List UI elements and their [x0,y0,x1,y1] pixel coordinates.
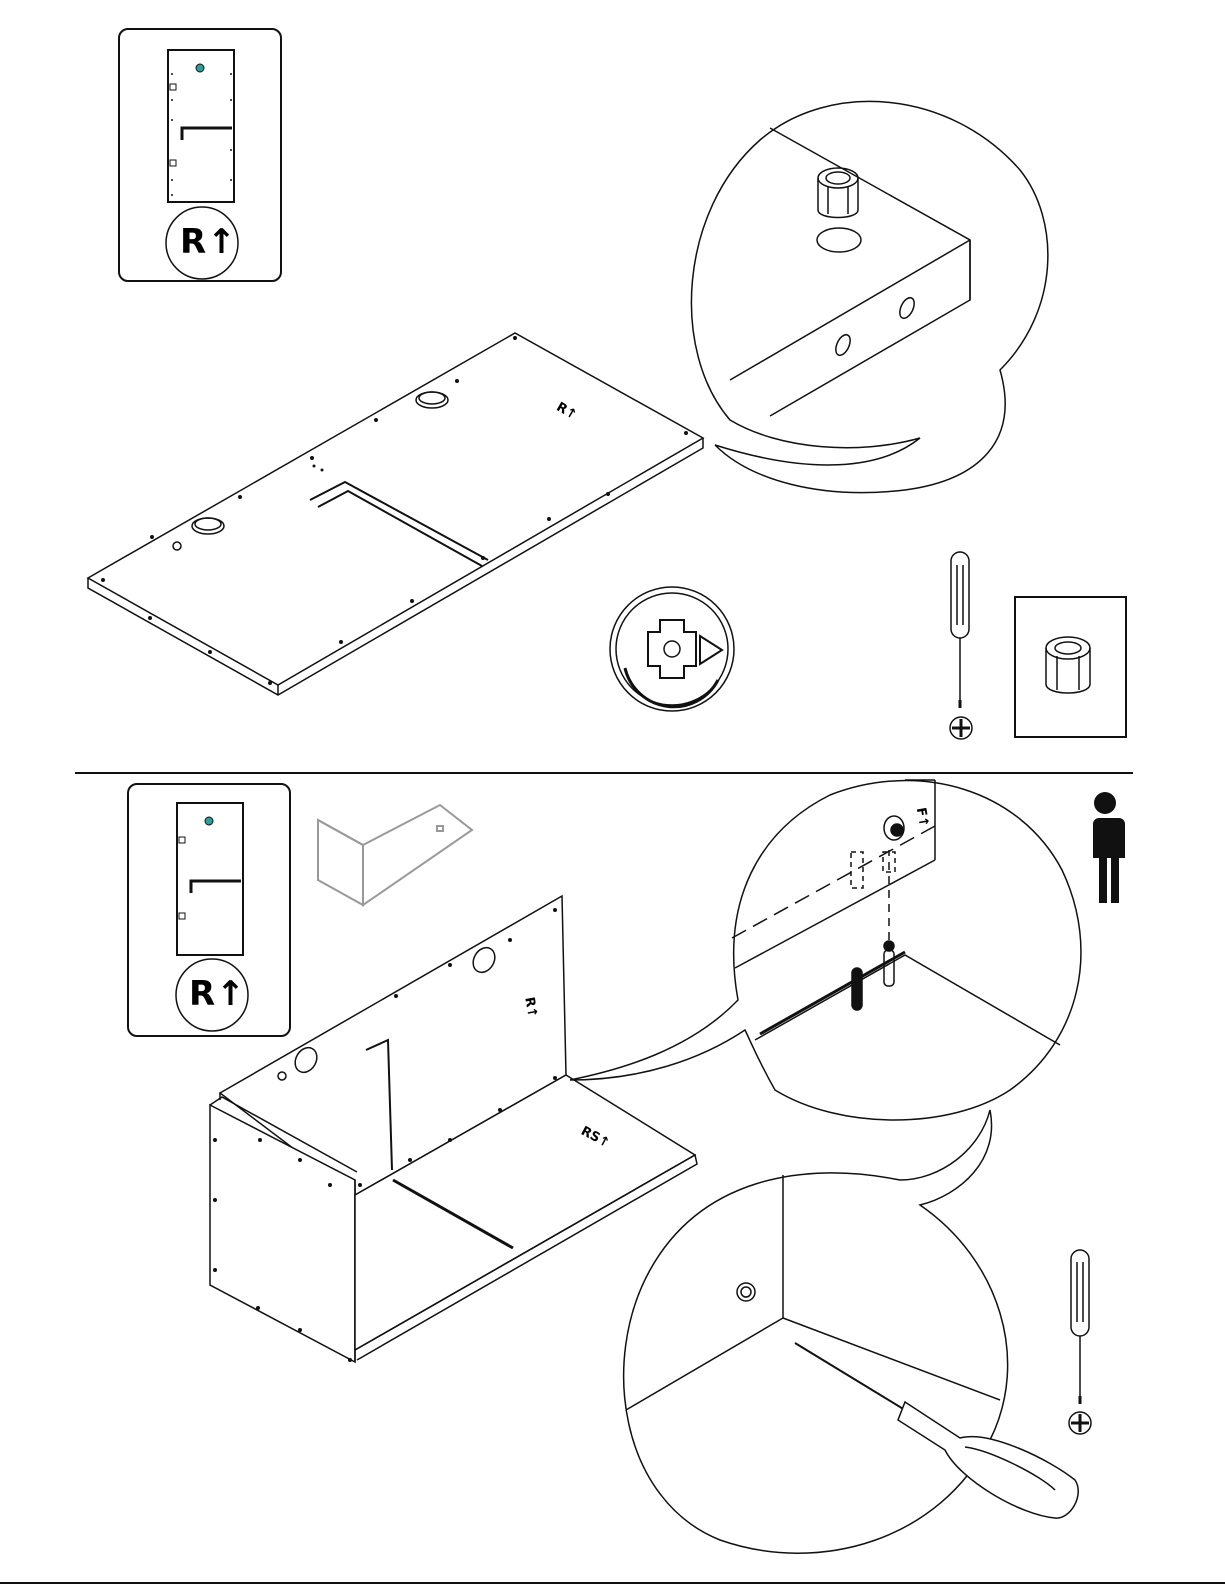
step2-detail-label: F↑ [913,806,931,828]
assembly-thumbnail [318,805,472,905]
step2-top-detail-magnifier [570,780,1081,1120]
phillips-head-icon-2 [1069,1412,1091,1434]
page-bottom-rule [0,1582,1225,1584]
step2-cabinet [210,896,697,1362]
person-icon [1091,792,1125,903]
screwdriver-icon-2 [1071,1250,1089,1404]
step2-bottom-detail-magnifier [624,1110,1079,1553]
